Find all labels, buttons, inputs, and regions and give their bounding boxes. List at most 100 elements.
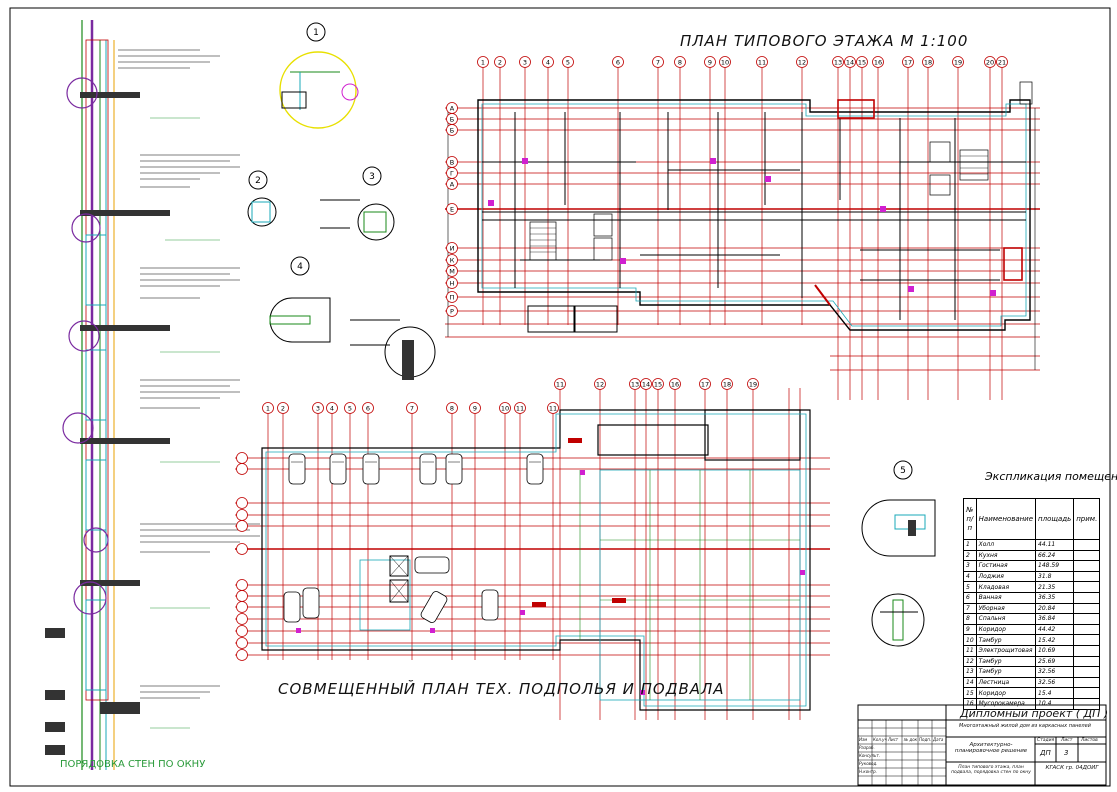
axis-label: 2 [498,59,502,67]
axis-label: 21 [998,59,1006,67]
axis-label: 17 [701,381,709,389]
node-label: 2 [255,176,261,186]
axis-label: 11 [556,381,564,389]
axis-label: А [450,181,455,189]
stamp-role: Кол.уч [873,737,887,742]
axis-label: 20 [986,59,994,67]
explication-header-area: площадь [1035,498,1075,540]
axis-label: 9 [473,405,477,413]
node-detail-right [861,499,936,647]
axis-label: 13 [834,59,842,67]
axis-label: 19 [749,381,757,389]
axis-label: 7 [410,405,414,413]
axis-label: Б [450,116,454,124]
basement-plan [235,388,830,720]
stamp-sheet-title: План типового этажа, план подвала, поряд… [951,765,1031,775]
stamp-person: Руковод. [859,761,878,766]
axis-label: 18 [924,59,932,67]
axis-label: Н [450,280,455,288]
axis-label: 15 [654,381,662,389]
stamp-section: Архитектурно-планировочное решение [954,742,1028,754]
axis-label: 7 [656,59,660,67]
axis-label: 4 [546,59,550,67]
node-label: 3 [369,172,375,182]
axis-label: 1 [481,59,485,67]
stamp-col-stage: Стадия [1037,738,1055,743]
axis-label: 3 [523,59,527,67]
axis-label: 10 [721,59,729,67]
axis-label: 4 [330,405,334,413]
axis-label: 14 [642,381,650,389]
axis-label: И [450,245,455,253]
typical-axis-bubbles: 1 2 3 4 5 6 7 8 9 10 11 12 13 14 15 16 1… [446,56,1008,317]
axis-label: 11 [549,405,557,413]
axis-label: 1 [266,405,270,413]
basement-axis-bubbles: 1 2 3 4 5 6 7 8 9 10 11 11 11 12 13 14 1… [236,378,759,661]
node-details: 1 2 3 4 5 [247,22,913,480]
axis-label: Г [450,170,454,178]
stamp-role: Изм [859,737,868,742]
axis-label: Е [450,206,454,214]
node-label: 4 [297,262,303,272]
basement-plan-title: СОВМЕЩЕННЫЙ ПЛАН ТЕХ. ПОДПОЛЬЯ И ПОДВАЛА [278,680,725,698]
stamp-person: Н.контр. [859,769,877,774]
stamp-subtitle: Многоэтажный жилой дом из каркасных пане… [959,723,1091,729]
axis-label: 5 [566,59,570,67]
node-label: 1 [313,28,319,38]
axis-label: 5 [348,405,352,413]
axis-label: 13 [631,381,639,389]
stamp-role: Лист [888,737,899,742]
axis-label: Б [450,127,454,135]
axis-label: 12 [596,381,604,389]
typical-floor-title: ПЛАН ТИПОВОГО ЭТАЖА М 1:100 [680,32,969,50]
sheet-frame [9,7,1111,787]
wall-section-caption: ПОРЯДОВКА СТЕН ПО ОКНУ [60,759,206,770]
stamp-project: Дипломный проект ( ДП ) [960,707,1109,720]
axis-label: 3 [316,405,320,413]
explication-header-name: Наименование [975,498,1037,540]
stamp-role: Дата [933,737,944,742]
axis-label: 8 [450,405,454,413]
axis-label: 6 [366,405,370,413]
axis-label: 12 [798,59,806,67]
axis-label: 19 [954,59,962,67]
axis-label: 9 [708,59,712,67]
axis-label: 14 [846,59,854,67]
explication-header-note: прим. [1073,498,1101,540]
axis-label: 18 [723,381,731,389]
axis-label: 15 [858,59,866,67]
axis-label: 11 [758,59,766,67]
stamp-role: № док [904,737,918,742]
axis-label: К [450,257,455,265]
axis-label: 6 [616,59,620,67]
stamp-sheet-number: 3 [1064,749,1069,757]
axis-label: П [450,294,455,302]
axis-label: Р [450,308,454,316]
stamp-org: КГАСК гр. 04ДОИГ [1045,765,1099,771]
axis-label: 16 [874,59,882,67]
axis-label: А [450,105,455,113]
stamp-stage: ДП [1040,749,1051,757]
explication-header-num: № п/п [963,498,977,540]
axis-label: 10 [501,405,509,413]
axis-label: 2 [281,405,285,413]
stamp-person: Консульт. [859,753,880,758]
stamp-col-sheets: Листов [1081,738,1098,743]
stamp-col-sheet: Лист [1061,738,1073,743]
axis-label: 17 [904,59,912,67]
